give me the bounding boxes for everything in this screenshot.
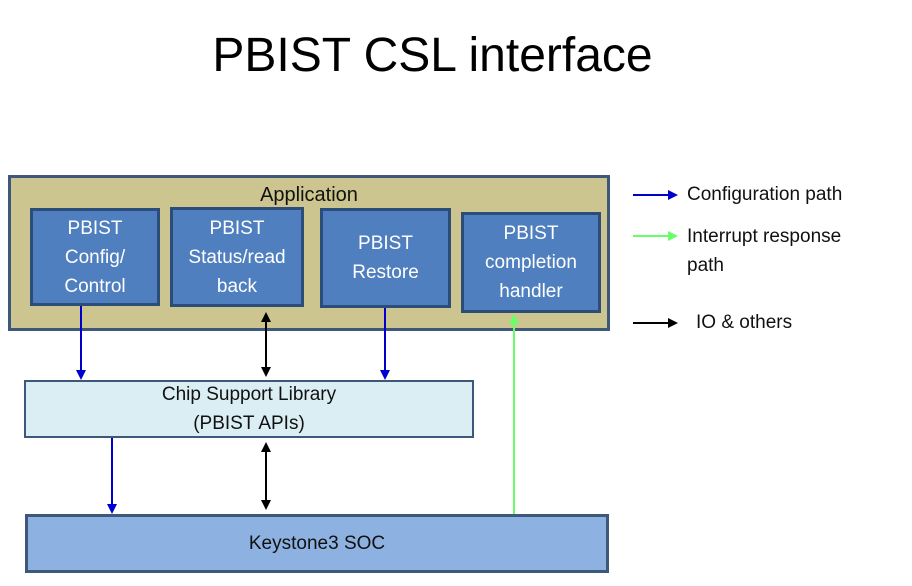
module-line: PBIST	[358, 233, 413, 254]
csl-line-2: (PBIST APIs)	[193, 413, 305, 434]
module-line: Config/	[64, 246, 126, 268]
pbist-completion-handler-box: PBIST completion handler	[461, 212, 601, 313]
keystone3-soc-box: Keystone3 SOC	[25, 514, 609, 573]
module-line: PBIST	[67, 217, 123, 239]
module-line: completion	[485, 252, 577, 273]
pbist-config-control-box: PBIST Config/ Control	[30, 208, 160, 306]
chip-support-library-box: Chip Support Library (PBIST APIs)	[24, 380, 474, 438]
page-title: PBIST CSL interface	[212, 29, 653, 82]
module-line: Status/read	[188, 246, 286, 268]
module-line: PBIST	[209, 217, 265, 239]
module-line: PBIST	[503, 223, 559, 244]
pbist-status-readback-box: PBIST Status/read back	[170, 207, 304, 307]
module-line: Control	[64, 275, 126, 297]
pbist-restore-box: PBIST Restore	[320, 208, 451, 308]
module-line: back	[216, 275, 258, 297]
legend-configuration-label: Configuration path	[687, 184, 843, 205]
module-line: Restore	[352, 262, 419, 283]
application-label: Application	[260, 184, 358, 206]
module-line: handler	[499, 281, 563, 302]
soc-label: Keystone3 SOC	[248, 532, 386, 554]
legend-interrupt-label: Interrupt response path	[687, 226, 842, 276]
csl-line-1: Chip Support Library	[161, 384, 337, 405]
legend-io-label: IO & others	[696, 312, 793, 333]
